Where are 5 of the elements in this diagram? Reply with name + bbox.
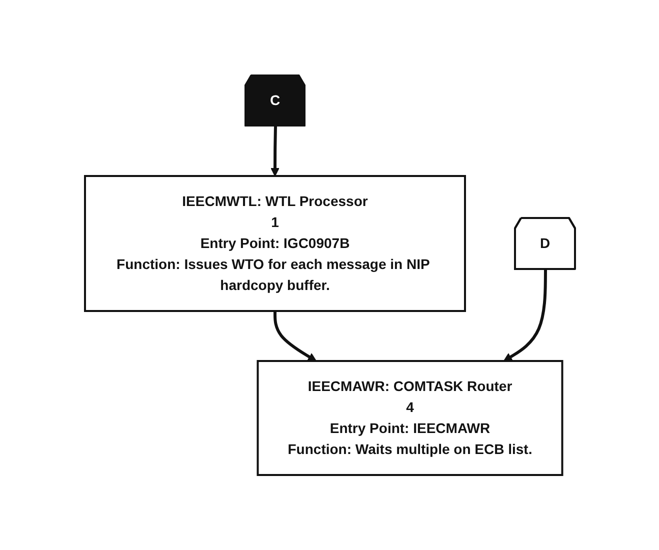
arrow [502, 269, 546, 362]
arrow [270, 126, 279, 176]
node-box: IEECMAWR: COMTASK Router 4 Entry Point: IEECMAWR Function: Waits multiple on ECB list. [256, 360, 563, 476]
node-box: IEECMWTL: WTL Processor 1 Entry Point: IGC0907B Function: Issues WTO for each message in NIP hardcopy buffer. [84, 175, 466, 312]
arrow [273, 311, 316, 362]
